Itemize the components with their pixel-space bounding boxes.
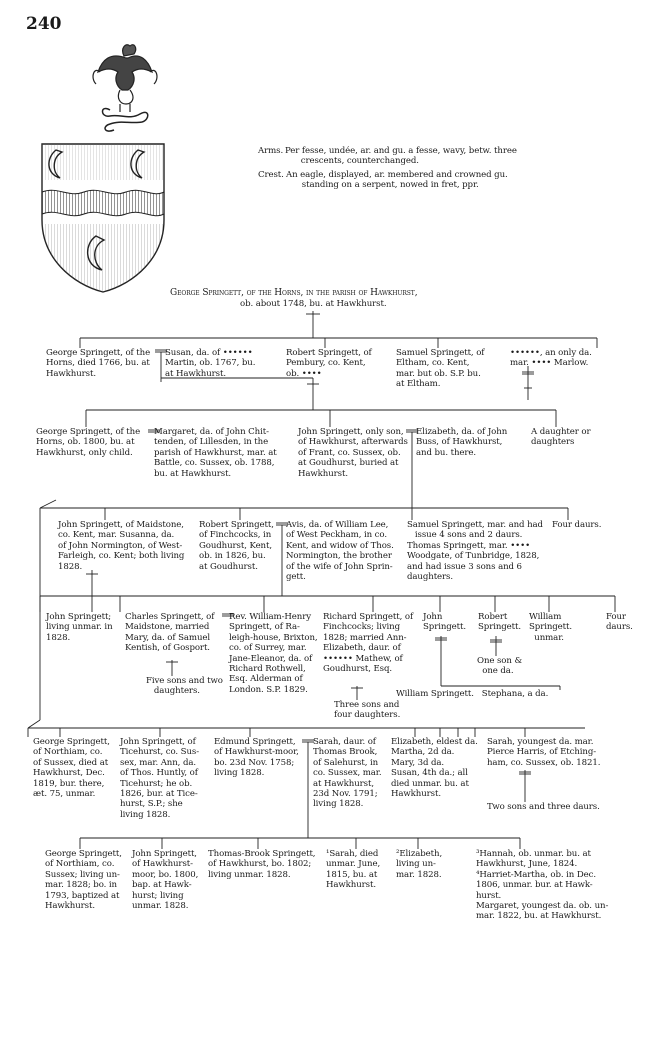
gen6-edmund-springett: Edmund Springett, of Hawkhurst-moor, bo.… xyxy=(214,737,299,779)
gen4-john-springett: John Springett, of Maidstone, co. Kent, … xyxy=(58,520,185,572)
root-ancestor-line1: George Springett, of the Horns, in the p… xyxy=(170,288,418,298)
gen7-hannah-harriet-margaret: ³Hannah, ob. unmar. bu. at Hawkhurst, Ju… xyxy=(476,849,609,922)
gen5-william-henry-springett: Rev. William-Henry Springett, of Ra- lei… xyxy=(229,612,318,695)
gen3-daughters: A daughter or daughters xyxy=(531,427,591,448)
gen5-charles-springett: Charles Springett, of Maidstone, married… xyxy=(125,612,215,654)
gen2-samuel-springett: Samuel Springett, of Eltham, co. Kent, m… xyxy=(396,348,485,390)
gen5-charles-issue: Five sons and two daughters. xyxy=(146,676,223,697)
gen2-daughter-marlow: ••••••, an only da. mar. •••• Marlow. xyxy=(510,348,592,369)
gen7-john-springett: John Springett, of Hawkhurst- moor, bo. … xyxy=(132,849,199,912)
gen7-george-springett: George Springett, of Northiam, co. Susse… xyxy=(45,849,122,912)
gen5-william-stephana: William Springett. Stephana, a da. xyxy=(396,689,549,699)
page-number: 240 xyxy=(26,14,62,34)
gen5-four-daughters: Four daurs. xyxy=(606,612,633,633)
gen5-robert-issue: One son & one da. xyxy=(477,656,522,677)
gen2-robert-springett: Robert Springett, of Pembury, co. Kent, … xyxy=(286,348,372,379)
gen5-john-springett-2: John Springett. xyxy=(423,612,467,633)
gen4-robert-springett: Robert Springett, of Finchcocks, in Goud… xyxy=(199,520,274,572)
gen4-samuel-thomas-springett: Samuel Springett, mar. and had issue 4 s… xyxy=(407,520,543,583)
gen5-william-springett: William Springett. unmar. xyxy=(529,612,573,643)
gen6-sarah-harris: Sarah, youngest da. mar. Pierce Harris, … xyxy=(487,737,601,768)
crest-blazon: An eagle, displayed, ar. membered and cr… xyxy=(286,170,508,191)
gen3-elizabeth-buss: Elizabeth, da. of John Buss, of Hawkhurs… xyxy=(416,427,508,458)
gen7-sarah: ¹Sarah, died unmar. June, 1815, bu. at H… xyxy=(326,849,381,891)
gen4-avis-lee: Avis, da. of William Lee, of West Peckha… xyxy=(286,520,394,583)
gen4-four-daughters: Four daurs. xyxy=(552,520,602,530)
gen5-richard-springett: Richard Springett, of Finchcocks; living… xyxy=(323,612,414,675)
gen6-sarah-brook: Sarah, daur. of Thomas Brook, of Salehur… xyxy=(313,737,382,810)
gen5-richard-issue: Three sons and four daughters. xyxy=(334,700,401,721)
gen6-george-springett: George Springett, of Northiam, co. of Su… xyxy=(33,737,110,800)
gen6-elizabeth-martha-mary-susan: Elizabeth, eldest da. Martha, 2d da. Mar… xyxy=(391,737,478,800)
gen6-sarah-issue: Two sons and three daurs. xyxy=(487,802,600,812)
arms-blazon: Per fesse, undée, ar. and gu. a fesse, w… xyxy=(285,146,517,167)
gen5-john-springett: John Springett; living unmar. in 1828. xyxy=(46,612,113,643)
crest-eagle-icon xyxy=(92,44,158,132)
gen2-george-springett: George Springett, of the Horns, died 176… xyxy=(46,348,151,379)
gen7-thomas-brook-springett: Thomas-Brook Springett, of Hawkhurst, bo… xyxy=(208,849,316,880)
gen3-john-springett: John Springett, only son, of Hawkhurst, … xyxy=(298,427,408,479)
gen6-john-springett: John Springett, of Ticehurst, co. Sus- s… xyxy=(120,737,200,820)
gen5-robert-springett: Robert Springett. xyxy=(478,612,522,633)
root-ancestor-line2: ob. about 1748, bu. at Hawkhurst. xyxy=(240,299,387,309)
gen3-margaret-chittenden: Margaret, da. of John Chit- tenden, of L… xyxy=(154,427,277,479)
shield-of-arms-icon xyxy=(41,143,165,293)
crest-label: Crest. xyxy=(258,170,284,180)
gen3-george-springett: George Springett, of the Horns, ob. 1800… xyxy=(36,427,141,458)
gen2-susan-martin: Susan, da. of •••••• Martin, ob. 1767, b… xyxy=(165,348,256,379)
gen7-elizabeth: ²Elizabeth, living un- mar. 1828. xyxy=(396,849,443,880)
arms-label: Arms. xyxy=(258,146,284,156)
